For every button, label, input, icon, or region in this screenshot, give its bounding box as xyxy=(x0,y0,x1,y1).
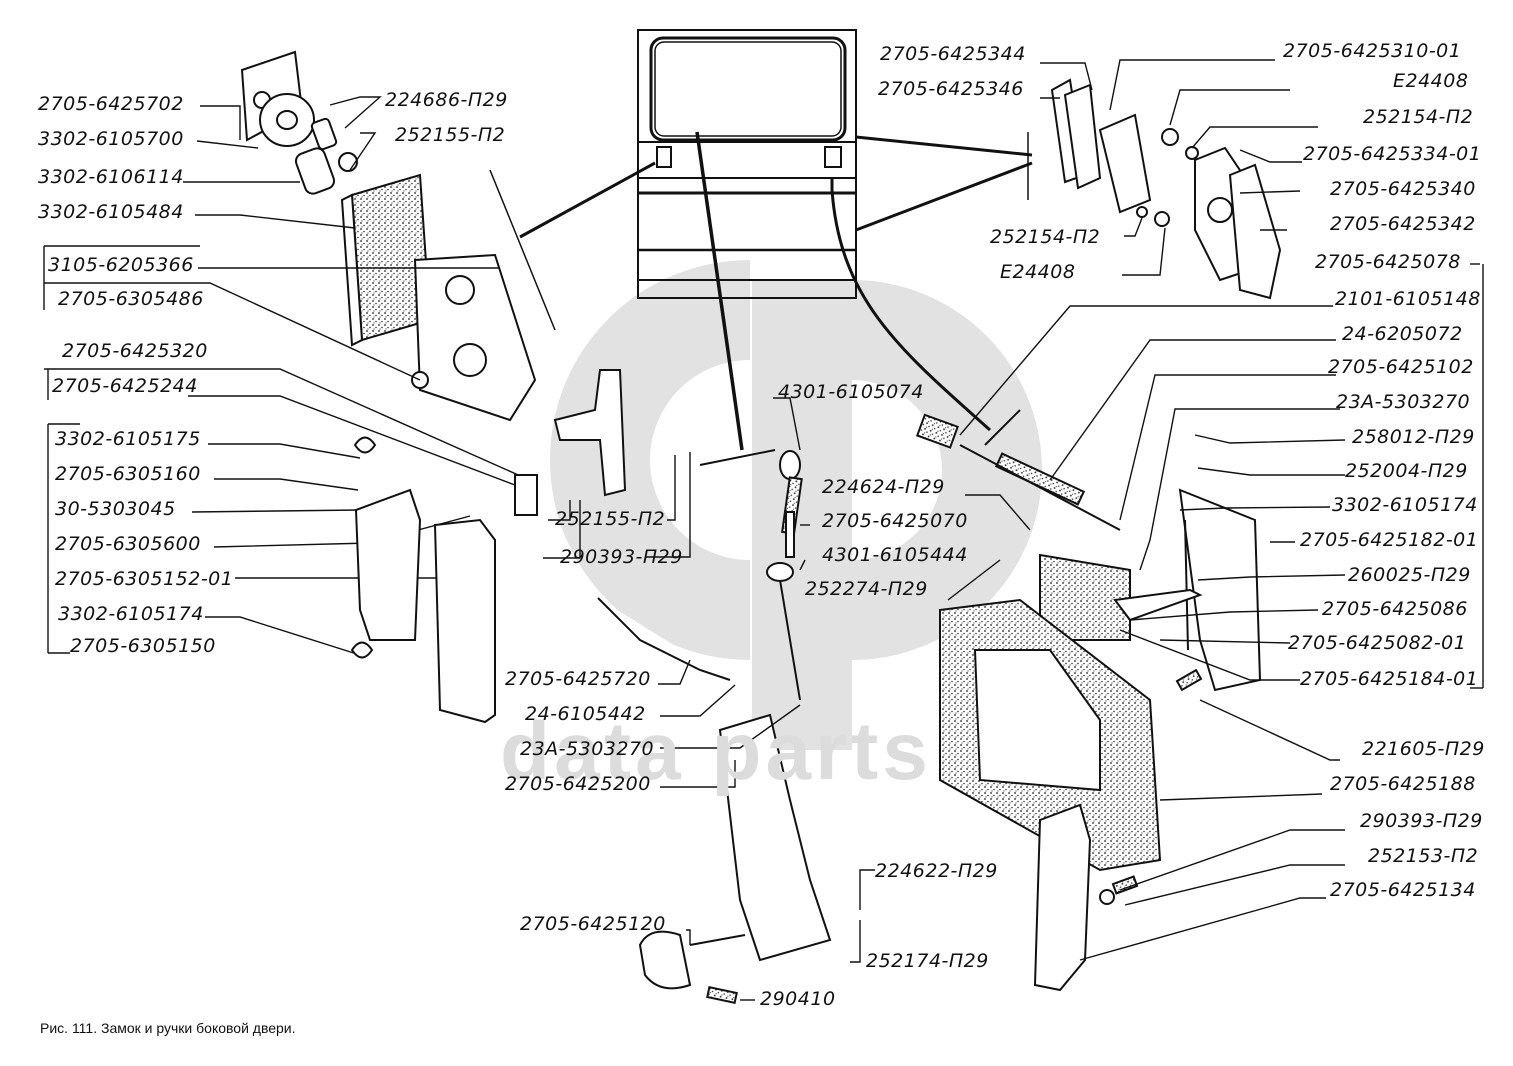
part-label[interactable]: 23А-5303270 xyxy=(1336,391,1471,413)
lock-linkage-center xyxy=(553,369,832,1004)
part-label[interactable]: 260025-П29 xyxy=(1348,564,1471,586)
part-label[interactable]: 290393-П29 xyxy=(1360,810,1483,832)
part-label[interactable]: 2101-6105148 xyxy=(1335,288,1481,310)
part-label[interactable]: 224624-П29 xyxy=(822,476,945,498)
part-label[interactable]: 2705-6425346 xyxy=(878,78,1024,100)
part-label[interactable]: 2705-6305486 xyxy=(58,288,204,310)
part-label[interactable]: 3302-6105700 xyxy=(38,128,184,150)
part-label[interactable]: 2705-6425182-01 xyxy=(1300,529,1479,551)
part-label[interactable]: 30-5303045 xyxy=(55,498,176,520)
part-label[interactable]: 2705-6425720 xyxy=(505,668,651,690)
part-label[interactable]: 2705-6425320 xyxy=(62,340,208,362)
striker-assembly-right xyxy=(1050,78,1282,300)
watermark-text: data parts xyxy=(500,706,932,797)
part-label[interactable]: 3302-6106114 xyxy=(38,166,184,188)
part-label[interactable]: 2705-6425134 xyxy=(1330,879,1476,901)
part-label[interactable]: 2705-6425070 xyxy=(822,510,968,532)
part-label[interactable]: 2705-6425188 xyxy=(1330,773,1476,795)
inner-handle-left xyxy=(350,436,538,724)
part-label[interactable]: 2705-6425078 xyxy=(1315,251,1461,273)
part-label[interactable]: 2705-6425082-01 xyxy=(1288,632,1467,654)
part-label[interactable]: 290393-П29 xyxy=(560,546,683,568)
part-label[interactable]: Е24408 xyxy=(1393,70,1469,92)
part-label[interactable]: 2705-6425334-01 xyxy=(1303,143,1482,165)
part-label[interactable]: 3302-6105484 xyxy=(38,201,184,223)
part-label[interactable]: 2705-6305150 xyxy=(70,635,216,657)
part-label[interactable]: 2705-6305152-01 xyxy=(55,568,234,590)
part-label[interactable]: 224686-П29 xyxy=(385,89,508,111)
part-label[interactable]: 4301-6105444 xyxy=(822,544,968,566)
part-label[interactable]: 3302-6105175 xyxy=(55,428,201,450)
part-label[interactable]: 2705-6425200 xyxy=(505,773,651,795)
part-label[interactable]: 252154-П2 xyxy=(1363,106,1474,128)
part-label[interactable]: 252274-П29 xyxy=(805,578,928,600)
part-label[interactable]: 23А-5303270 xyxy=(520,738,655,760)
part-label[interactable]: 24-6105442 xyxy=(525,703,646,725)
part-label[interactable]: 2705-6425310-01 xyxy=(1283,40,1462,62)
part-label[interactable]: Е24408 xyxy=(1000,261,1076,283)
part-label[interactable]: 2705-6425102 xyxy=(1328,356,1474,378)
part-label[interactable]: 252155-П2 xyxy=(395,124,506,146)
part-label[interactable]: 224622-П29 xyxy=(875,860,998,882)
part-label[interactable]: 3302-6105174 xyxy=(1332,494,1478,516)
part-label[interactable]: 2705-6425702 xyxy=(38,93,184,115)
part-label[interactable]: 252174-П29 xyxy=(866,950,989,972)
part-label[interactable]: 2705-6425086 xyxy=(1322,598,1468,620)
part-label[interactable]: 2705-6425342 xyxy=(1330,213,1476,235)
door-overview xyxy=(637,29,857,299)
part-label[interactable]: 252154-П2 xyxy=(990,226,1101,248)
part-label[interactable]: 24-6205072 xyxy=(1342,323,1463,345)
leader-lines-right xyxy=(959,305,1346,961)
part-label[interactable]: 2705-6425340 xyxy=(1330,178,1476,200)
part-label[interactable]: 2705-6425344 xyxy=(880,43,1026,65)
part-label[interactable]: 252155-П2 xyxy=(555,508,666,530)
part-label[interactable]: 3105-6205366 xyxy=(48,254,194,276)
part-label[interactable]: 4301-6105074 xyxy=(778,381,924,403)
part-label[interactable]: 2705-6305600 xyxy=(55,533,201,555)
callout-lines xyxy=(489,131,1033,466)
part-label[interactable]: 252153-П2 xyxy=(1368,845,1479,867)
part-label[interactable]: 2705-6425184-01 xyxy=(1300,668,1479,690)
figure-caption: Рис. 111. Замок и ручки боковой двери. xyxy=(40,1020,296,1036)
part-label[interactable]: 2705-6425120 xyxy=(520,913,666,935)
part-label[interactable]: 258012-П29 xyxy=(1352,426,1475,448)
part-label[interactable]: 3302-6105174 xyxy=(58,603,204,625)
part-label[interactable]: 2705-6425244 xyxy=(52,375,198,397)
part-label[interactable]: 221605-П29 xyxy=(1362,738,1485,760)
leader-lines-center xyxy=(543,397,1031,1001)
lock-assembly-left xyxy=(240,50,537,422)
part-label[interactable]: 252004-П29 xyxy=(1345,460,1468,482)
leader-lines-right-top xyxy=(1040,59,1484,689)
part-label[interactable]: 290410 xyxy=(760,988,836,1010)
outer-handle-right xyxy=(915,413,1262,992)
part-label[interactable]: 2705-6305160 xyxy=(55,463,201,485)
